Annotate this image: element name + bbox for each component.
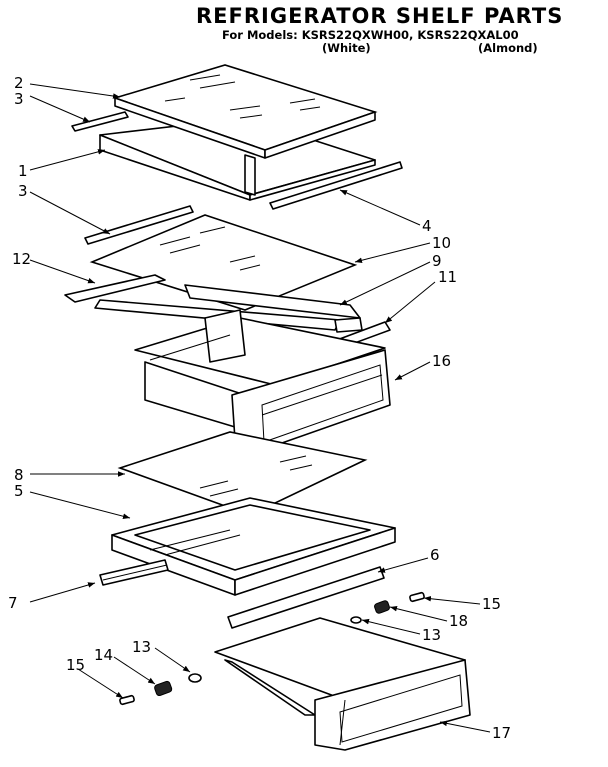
callout-5: 5: [14, 482, 24, 500]
diagram-title: REFRIGERATOR SHELF PARTS: [196, 4, 564, 28]
callout-3-upper: 3: [14, 90, 24, 108]
callout-2: 2: [14, 74, 24, 92]
part-5-cover-frame: [111, 497, 396, 596]
callout-16: 16: [432, 352, 451, 370]
part-12-shelf-frame: [64, 274, 166, 303]
callout-7: 7: [8, 594, 18, 612]
callout-14: 14: [94, 646, 113, 664]
callout-17: 17: [492, 724, 511, 742]
part-17-bottom-drawer: [214, 617, 471, 751]
models-line: For Models: KSRS22QXWH00, KSRS22QXAL00: [222, 28, 519, 42]
callout-4: 4: [422, 217, 432, 235]
part-3-trim-upper: [71, 111, 129, 132]
part-13-washer-left: [188, 673, 202, 683]
callout-labels: 2 3 1 3 4 10 12 9 11 16 8 5 6 7 15 18 13…: [8, 74, 511, 742]
leader-lines: [29, 83, 491, 733]
callout-3-lower: 3: [18, 182, 28, 200]
callout-6: 6: [430, 546, 440, 564]
callout-11: 11: [438, 268, 457, 286]
part-4-trim-right: [269, 161, 403, 210]
top-shelf-assembly: [71, 64, 403, 210]
part-13-washer-right: [350, 616, 362, 624]
part-18-cam: [374, 600, 390, 614]
callout-9: 9: [432, 252, 442, 270]
callout-10: 10: [432, 234, 451, 252]
callout-15-right: 15: [482, 595, 501, 613]
callout-8: 8: [14, 466, 24, 484]
part-8-glass-cover: [117, 431, 368, 516]
part-15-screw-left: [119, 694, 135, 706]
variant-white: (White): [322, 41, 371, 55]
part-14-cam-left: [154, 680, 173, 697]
callout-13-left: 13: [132, 638, 151, 656]
part-15-screw-right: [409, 591, 425, 603]
part-6-trim: [227, 566, 385, 629]
variant-almond: (Almond): [478, 41, 538, 55]
callout-18: 18: [449, 612, 468, 630]
callout-13-right: 13: [422, 626, 441, 644]
callout-15-left: 15: [66, 656, 85, 674]
callout-12: 12: [12, 250, 31, 268]
callout-1: 1: [18, 162, 28, 180]
part-3-trim-lower: [84, 205, 194, 245]
